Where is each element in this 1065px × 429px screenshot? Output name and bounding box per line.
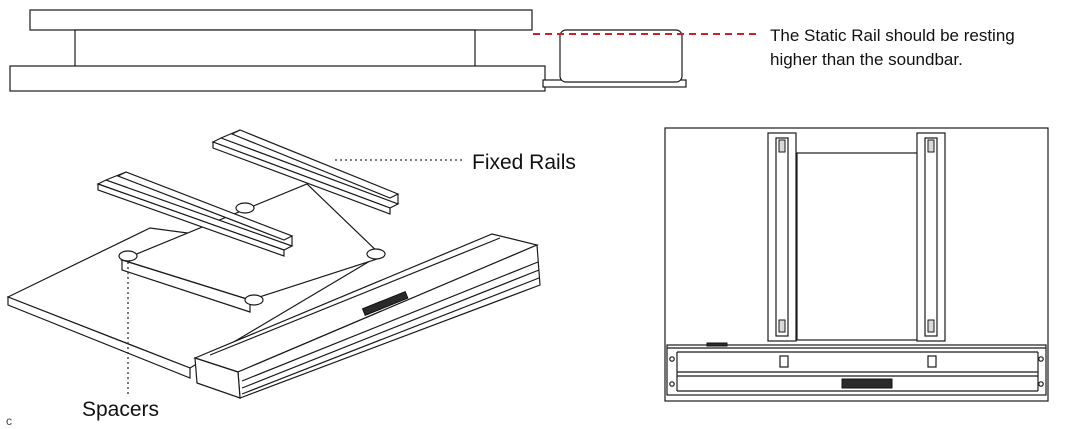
rear-view-connector-panel: [841, 378, 893, 389]
iso-spacer: [366, 248, 386, 260]
fixed-rails-label: Fixed Rails: [472, 151, 576, 174]
iso-base-plate-edge: [7, 296, 191, 379]
side-view-spacer-block: [74, 29, 476, 69]
static-rail-note-line2: higher than the soundbar.: [770, 50, 963, 69]
page-mark: c: [6, 414, 12, 428]
side-view-static-rail: [559, 29, 683, 83]
rear-view-panel: [796, 152, 923, 341]
iso-fixed-rail: [96, 171, 294, 257]
isometric-view: [6, 129, 541, 399]
static-rail-note-line1: The Static Rail should be resting: [770, 26, 1015, 45]
iso-soundbar-end: [194, 357, 241, 399]
iso-fixed-rail: [211, 129, 400, 215]
iso-upper-panel-edge: [121, 259, 251, 313]
side-view: [9, 9, 760, 92]
rear-view: [664, 127, 1049, 402]
iso-spacer: [235, 202, 255, 214]
static-rail-note: The Static Rail should be resting higher…: [770, 24, 1060, 72]
side-view-base-plate: [9, 65, 546, 92]
spacers-label: Spacers: [82, 398, 160, 421]
iso-soundbar-grille: [361, 290, 409, 316]
side-view-top-plate: [29, 9, 533, 31]
iso-spacer: [244, 294, 264, 306]
iso-spacer: [118, 250, 138, 262]
